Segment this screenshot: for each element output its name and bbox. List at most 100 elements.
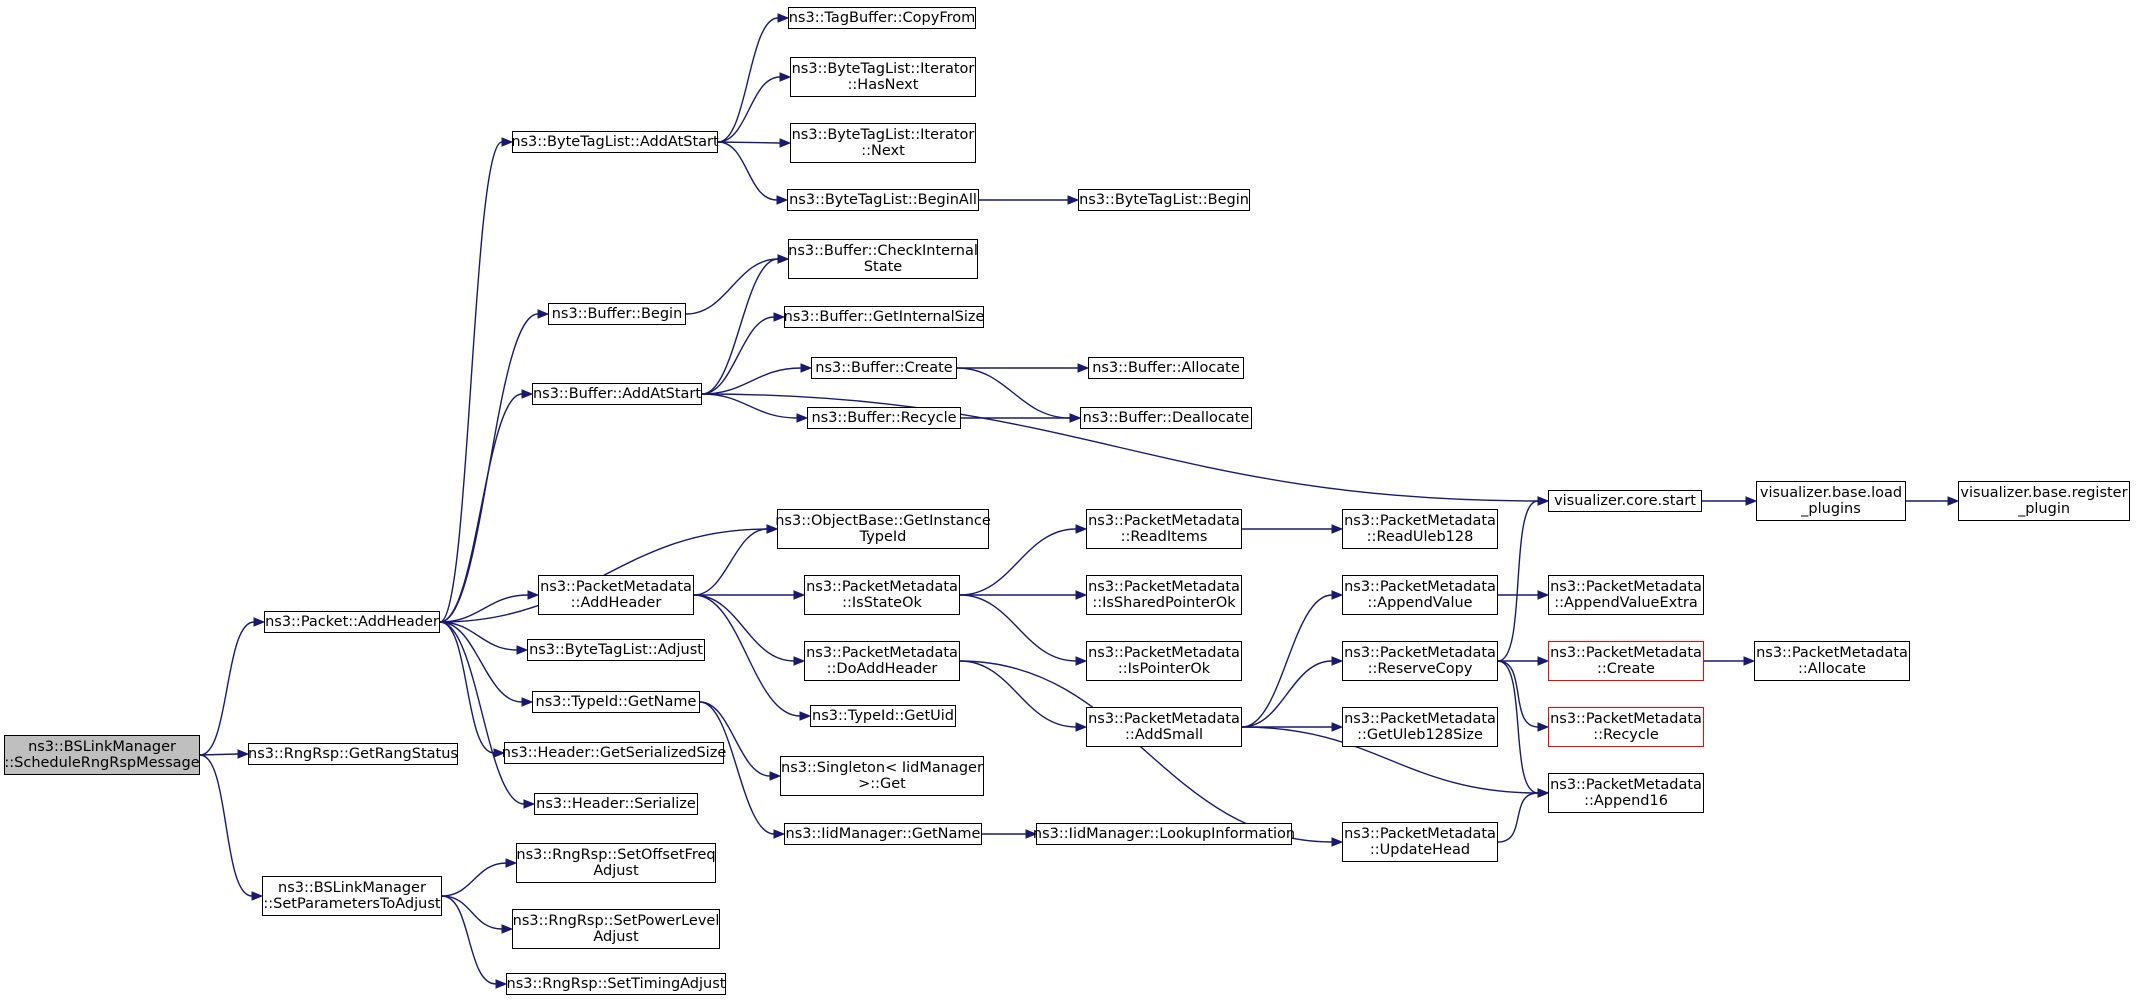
arrowhead-pm-doaddheader-to-pm-addsmall <box>1075 722 1088 732</box>
arrowhead-buf-addatstart-to-buf-recycle <box>796 413 809 423</box>
node-pm-issharedptr[interactable]: ns3::PacketMetadata ::IsSharedPointerOk <box>1086 575 1242 615</box>
arrowhead-pm-addsmall-to-pm-reservecopy <box>1331 656 1344 666</box>
edge-bslm-setparams-to-rr-settiming <box>441 895 497 985</box>
arrowhead-buf-create-to-buf-allocate <box>1077 363 1090 373</box>
edge-pm-reservecopy-to-viz-core-start <box>1497 500 1539 662</box>
arrowhead-btl-addatstart-to-btl-beginall <box>776 195 789 205</box>
node-viz-register-plugin[interactable]: visualizer.base.register _plugin <box>1958 481 2130 521</box>
edge-root-to-pkt-addheader <box>199 621 255 756</box>
node-pkt-addheader[interactable]: ns3::Packet::AddHeader <box>264 611 440 633</box>
arrowhead-pkt-addheader-to-typeid-getname <box>521 697 534 707</box>
node-btl-addatstart[interactable]: ns3::ByteTagList::AddAtStart <box>511 131 719 153</box>
node-buf-deallocate[interactable]: ns3::Buffer::Deallocate <box>1080 407 1252 429</box>
edge-pm-addsmall-to-pm-reservecopy <box>1241 660 1333 728</box>
node-hdr-getsersize[interactable]: ns3::Header::GetSerializedSize <box>502 742 726 764</box>
arrowhead-typeid-getname-to-iid-getname <box>773 829 786 839</box>
node-pm-isptrok[interactable]: ns3::PacketMetadata ::IsPointerOk <box>1086 641 1242 681</box>
node-singleton-get[interactable]: ns3::Singleton< IidManager >::Get <box>780 756 984 796</box>
edge-root-to-rngrsp-getrang <box>199 753 239 756</box>
arrowhead-viz-core-start-to-viz-load-plugins <box>1745 496 1758 506</box>
edge-buf-addatstart-to-buf-getinternalsize <box>701 316 775 395</box>
node-buf-create[interactable]: ns3::Buffer::Create <box>811 357 957 379</box>
node-pm-getuleb[interactable]: ns3::PacketMetadata ::GetUleb128Size <box>1342 707 1498 747</box>
node-bslm-setparams[interactable]: ns3::BSLinkManager ::SetParametersToAdju… <box>262 876 442 916</box>
node-pm-addheader[interactable]: ns3::PacketMetadata ::AddHeader <box>538 575 694 615</box>
node-ob-getinst[interactable]: ns3::ObjectBase::GetInstance TypeId <box>775 509 991 549</box>
arrowhead-pkt-addheader-to-btl-addatstart <box>501 137 514 147</box>
node-pm-readitems[interactable]: ns3::PacketMetadata ::ReadItems <box>1086 509 1242 549</box>
arrowhead-pm-create-to-pm-allocate <box>1743 656 1756 666</box>
edge-pm-updatehead-to-pm-append16 <box>1497 792 1539 843</box>
node-buf-addatstart[interactable]: ns3::Buffer::AddAtStart <box>532 383 702 405</box>
node-pm-create[interactable]: ns3::PacketMetadata ::Create <box>1548 641 1704 681</box>
node-iid-getname[interactable]: ns3::IidManager::GetName <box>784 823 982 845</box>
edge-pm-addsmall-to-pm-append16 <box>1241 726 1539 794</box>
arrowhead-buf-addatstart-to-buf-checkinternal <box>777 254 790 264</box>
node-iid-lookup[interactable]: ns3::IidManager::LookupInformation <box>1033 823 1295 845</box>
edge-pm-reservecopy-to-pm-recycle <box>1497 660 1539 728</box>
node-buf-allocate[interactable]: ns3::Buffer::Allocate <box>1088 357 1244 379</box>
edge-pm-isstateok-to-pm-readitems <box>959 528 1077 596</box>
arrowhead-pm-addsmall-to-pm-getuleb <box>1331 722 1344 732</box>
node-rr-setpower[interactable]: ns3::RngRsp::SetPowerLevel Adjust <box>512 909 720 949</box>
node-btli-hasnext[interactable]: ns3::ByteTagList::Iterator ::HasNext <box>790 57 976 97</box>
node-buf-getinternalsize[interactable]: ns3::Buffer::GetInternalSize <box>784 306 984 328</box>
arrowhead-typeid-getname-to-singleton-get <box>769 771 782 781</box>
arrowhead-bslm-setparams-to-rr-setoffset <box>505 858 518 868</box>
arrowhead-btl-addatstart-to-btli-hasnext <box>779 72 792 82</box>
arrowhead-pm-reservecopy-to-viz-core-start <box>1537 496 1550 506</box>
node-root: ns3::BSLinkManager ::ScheduleRngRspMessa… <box>4 735 200 775</box>
node-pm-allocate[interactable]: ns3::PacketMetadata ::Allocate <box>1754 641 1910 681</box>
edge-pm-doaddheader-to-pm-addsmall <box>959 660 1077 728</box>
edge-btl-addatstart-to-tb-copyfrom <box>717 17 779 143</box>
arrowhead-pkt-addheader-to-hdr-getsersize <box>493 748 506 758</box>
node-rngrsp-getrang[interactable]: ns3::RngRsp::GetRangStatus <box>248 743 458 765</box>
node-buf-recycle[interactable]: ns3::Buffer::Recycle <box>807 407 961 429</box>
node-tb-copyfrom[interactable]: ns3::TagBuffer::CopyFrom <box>788 7 976 29</box>
edge-bslm-setparams-to-rr-setoffset <box>441 862 507 897</box>
node-buf-begin[interactable]: ns3::Buffer::Begin <box>548 303 686 325</box>
node-buf-checkinternal[interactable]: ns3::Buffer::CheckInternal State <box>788 239 978 279</box>
arrowhead-pm-addheader-to-pm-isstateok <box>793 590 806 600</box>
node-btl-adjust[interactable]: ns3::ByteTagList::Adjust <box>527 639 705 661</box>
node-pm-updatehead[interactable]: ns3::PacketMetadata ::UpdateHead <box>1342 822 1498 862</box>
node-pm-doaddheader[interactable]: ns3::PacketMetadata ::DoAddHeader <box>804 641 960 681</box>
node-pm-recycle[interactable]: ns3::PacketMetadata ::Recycle <box>1548 707 1704 747</box>
arrowhead-root-to-rngrsp-getrang <box>237 749 250 759</box>
node-viz-load-plugins[interactable]: visualizer.base.load _plugins <box>1756 481 1906 521</box>
arrowhead-pm-reservecopy-to-pm-recycle <box>1537 722 1550 732</box>
node-pm-appendvalueextra[interactable]: ns3::PacketMetadata ::AppendValueExtra <box>1548 575 1704 615</box>
node-rr-setoffset[interactable]: ns3::RngRsp::SetOffsetFreq Adjust <box>516 843 716 883</box>
node-hdr-serialize[interactable]: ns3::Header::Serialize <box>534 793 698 815</box>
node-rr-settiming[interactable]: ns3::RngRsp::SetTimingAdjust <box>506 973 726 995</box>
node-btl-begin[interactable]: ns3::ByteTagList::Begin <box>1078 189 1250 211</box>
edge-pm-isstateok-to-pm-isptrok <box>959 594 1077 662</box>
arrowhead-pm-isstateok-to-pm-readitems <box>1075 524 1088 534</box>
node-viz-core-start[interactable]: visualizer.core.start <box>1548 490 1702 512</box>
node-pm-appendvalue[interactable]: ns3::PacketMetadata ::AppendValue <box>1342 575 1498 615</box>
arrowhead-root-to-pkt-addheader <box>253 617 266 627</box>
edge-pkt-addheader-to-hdr-getsersize <box>439 621 495 754</box>
edge-pkt-addheader-to-buf-addatstart <box>439 393 523 623</box>
node-pm-addsmall[interactable]: ns3::PacketMetadata ::AddSmall <box>1086 707 1242 747</box>
edge-buf-create-to-buf-deallocate <box>956 367 1071 419</box>
arrowhead-pm-doaddheader-to-pm-updatehead <box>1331 837 1344 847</box>
arrowhead-buf-addatstart-to-buf-getinternalsize <box>773 312 786 322</box>
node-pm-reservecopy[interactable]: ns3::PacketMetadata ::ReserveCopy <box>1342 641 1498 681</box>
arrowhead-pkt-addheader-to-btl-adjust <box>516 645 529 655</box>
node-btli-next[interactable]: ns3::ByteTagList::Iterator ::Next <box>790 123 976 163</box>
node-typeid-getname[interactable]: ns3::TypeId::GetName <box>532 691 700 713</box>
arrowhead-pm-addheader-to-ob-getinst <box>766 524 779 534</box>
arrowhead-root-to-bslm-setparams <box>251 891 264 901</box>
node-btl-beginall[interactable]: ns3::ByteTagList::BeginAll <box>787 189 979 211</box>
node-pm-readuleb[interactable]: ns3::PacketMetadata ::ReadUleb128 <box>1342 509 1498 549</box>
node-typeid-getuid[interactable]: ns3::TypeId::GetUid <box>810 705 956 727</box>
arrowhead-btl-beginall-to-btl-begin <box>1067 195 1080 205</box>
edge-root-to-bslm-setparams <box>199 754 253 897</box>
node-pm-append16[interactable]: ns3::PacketMetadata ::Append16 <box>1548 773 1704 813</box>
arrowhead-pkt-addheader-to-hdr-serialize <box>523 799 536 809</box>
arrowhead-pkt-addheader-to-pm-addheader <box>527 590 540 600</box>
node-pm-isstateok[interactable]: ns3::PacketMetadata ::IsStateOk <box>804 575 960 615</box>
edge-buf-addatstart-to-buf-create <box>701 367 802 395</box>
